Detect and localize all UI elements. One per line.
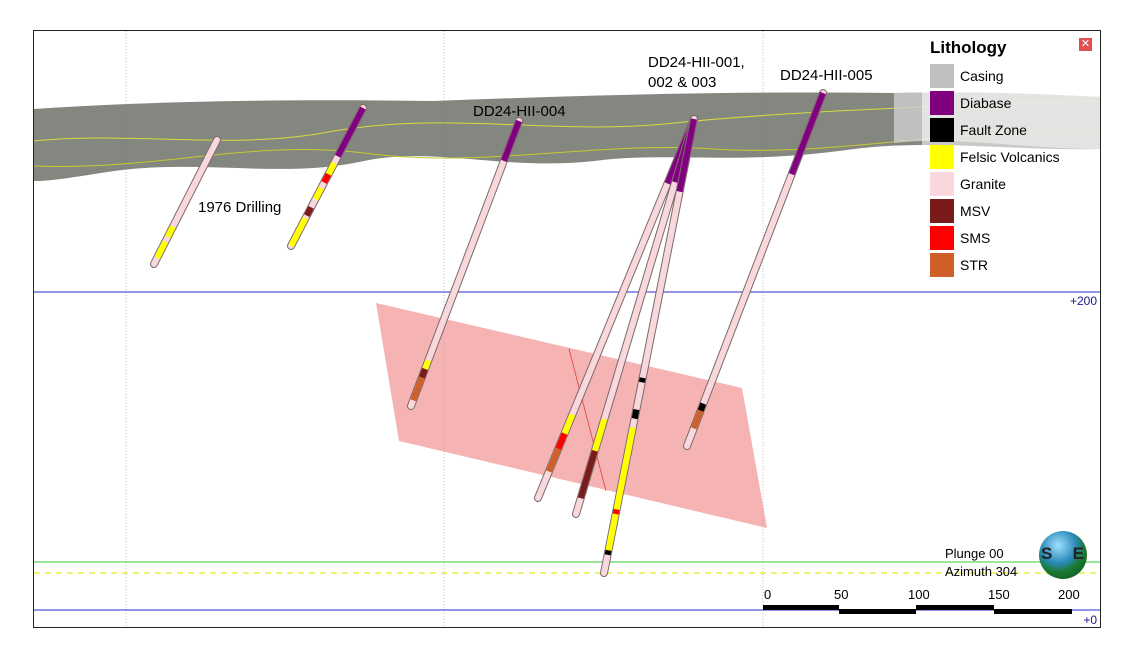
legend-item: Felsic Volcanics	[930, 145, 1060, 169]
hole-003-interval	[605, 427, 636, 551]
legend-item: STR	[930, 253, 988, 277]
label-hole-004: DD24-HII-004	[473, 103, 566, 120]
hole-002-interval	[577, 449, 598, 500]
plunge-readout: Plunge 00	[945, 546, 1004, 561]
legend-label: MSV	[960, 203, 991, 219]
legend-label: Casing	[960, 68, 1004, 84]
legend-label: Fault Zone	[960, 122, 1027, 138]
scale-tick: 50	[834, 587, 849, 602]
scale-bar-segment	[916, 605, 994, 610]
scale-tick: 150	[988, 587, 1010, 602]
surface-contour	[34, 100, 1100, 142]
hole-1976-b-interval	[325, 161, 337, 176]
hole-004-interval	[501, 119, 522, 162]
hole-1976-a-interval	[165, 225, 176, 239]
plane-fault-trace	[568, 348, 607, 492]
legend-label: STR	[960, 257, 988, 273]
scale-tick: 200	[1058, 587, 1080, 602]
scale-bar-segment	[994, 609, 1072, 614]
legend-title: Lithology	[930, 38, 1007, 57]
legend-label: SMS	[960, 230, 991, 246]
hole-003-interval	[631, 408, 640, 420]
topography-surface	[34, 92, 1100, 181]
legend-item: Casing	[930, 64, 1004, 88]
legend-label: Granite	[960, 176, 1006, 192]
hole-003-interval	[612, 508, 620, 515]
label-hole-001-line1: DD24-HII-001,	[648, 54, 745, 71]
hole-003-interval	[638, 377, 646, 383]
scale-bar-segment	[763, 605, 839, 610]
3d-viewport[interactable]: 1976 Drilling DD24-HII-004 DD24-HII-001,…	[33, 30, 1101, 628]
legend-item: Fault Zone	[930, 118, 1027, 142]
hole-1976-b-interval	[304, 205, 314, 218]
legend-swatch	[930, 199, 954, 223]
hole-1976-b-interval	[335, 106, 366, 158]
close-icon[interactable]: ✕	[1079, 38, 1092, 51]
hole-1976-b-interval	[288, 217, 309, 248]
hole-003-interval	[676, 118, 697, 193]
hole-005-interval	[691, 409, 704, 430]
legend-swatch	[930, 253, 954, 277]
legend-label: Felsic Volcanics	[960, 149, 1060, 165]
scale-bar-segment	[839, 609, 916, 614]
hole-1976-b-interval	[321, 172, 332, 184]
legend-item: Granite	[930, 172, 1006, 196]
hole-005-interval	[697, 402, 707, 412]
azimuth-readout: Azimuth 304	[945, 564, 1018, 579]
legend-swatch	[930, 91, 954, 115]
compass-s: S	[1041, 544, 1053, 563]
scale-tick: 100	[908, 587, 930, 602]
label-1976-drilling: 1976 Drilling	[198, 199, 282, 216]
legend-swatch	[930, 145, 954, 169]
compass-e: E	[1072, 544, 1084, 563]
hole-001-interval	[561, 413, 576, 435]
legend-item: MSV	[930, 199, 990, 223]
hole-004	[408, 118, 522, 409]
hole-003-interval	[604, 549, 612, 556]
legend-swatch	[930, 226, 954, 250]
hole-001-interval	[546, 447, 562, 473]
legend-label: Diabase	[960, 95, 1012, 111]
elevation-200: +200	[1069, 294, 1097, 308]
hole-002-interval	[592, 418, 608, 452]
label-hole-001-line2: 002 & 003	[648, 74, 717, 91]
label-hole-005: DD24-HII-005	[780, 67, 873, 84]
hole-004-interval	[422, 359, 432, 371]
orientation-compass-icon[interactable]: S E	[1039, 531, 1087, 579]
legend-item: SMS	[930, 226, 990, 250]
legend-item: Diabase	[930, 91, 1011, 115]
legend-swatch	[930, 172, 954, 196]
hole-1976-b-interval	[312, 186, 324, 201]
legend-swatch	[930, 118, 954, 142]
hole-004-interval	[410, 376, 425, 402]
scale-tick: 0	[764, 587, 772, 602]
hole-004-interval	[418, 367, 428, 379]
hole-005-interval	[788, 91, 826, 176]
elevation-0: +0	[1083, 613, 1097, 627]
hole-1976-a-interval	[154, 240, 169, 260]
hole-001-interval	[555, 432, 568, 450]
legend-swatch	[930, 64, 954, 88]
